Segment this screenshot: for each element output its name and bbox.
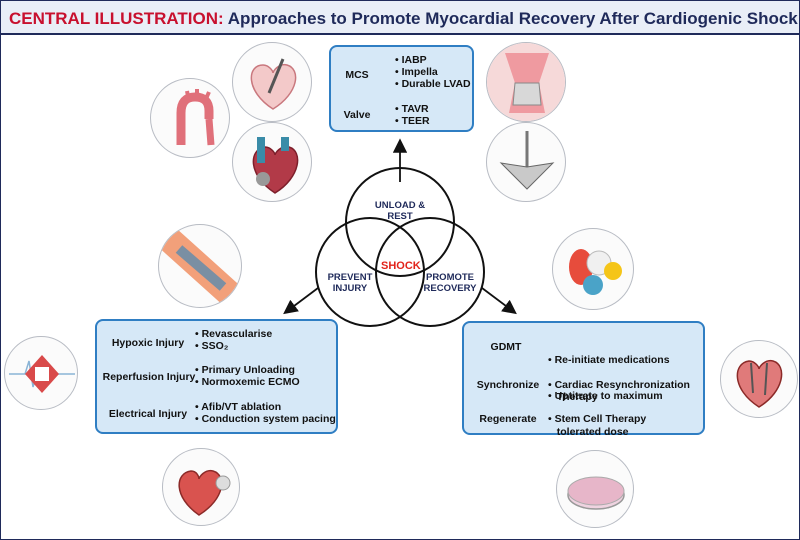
teer-clip-icon <box>486 122 566 202</box>
hypoxic-items: • Revascularise • SSO₂ <box>195 328 272 352</box>
venn-circle-left <box>315 217 425 327</box>
list-item: • Primary Unloading <box>195 364 295 376</box>
aorta-icon <box>150 78 230 158</box>
list-item: • Re-initiate medications <box>548 354 670 366</box>
list-item: • Uptitrate to maximum <box>548 390 663 402</box>
venn-label-right: PROMOTE RECOVERY <box>423 272 477 294</box>
list-item: • Conduction system pacing <box>195 413 336 425</box>
heart-crt-icon <box>720 340 798 418</box>
arrow-left <box>283 287 319 315</box>
pills-icon <box>552 228 634 310</box>
arrow-right <box>481 287 517 315</box>
pacemaker-icon <box>162 448 240 526</box>
prevent-injury-box: Hypoxic Injury • Revascularise • SSO₂ Re… <box>95 319 338 434</box>
synchronize-items: • Cardiac Resynchronization Therapy <box>548 379 690 403</box>
list-item: • Durable LVAD <box>395 78 471 90</box>
list-item: • TAVR <box>395 103 429 115</box>
electrical-items: • Afib/VT ablation • Conduction system p… <box>195 401 336 425</box>
list-item: • SSO₂ <box>195 340 229 352</box>
category-synchronize: Synchronize <box>476 379 540 391</box>
list-item: • Normoxemic ECMO <box>195 376 300 388</box>
venn-circle-right <box>375 217 485 327</box>
category-mcs: MCS <box>345 69 369 81</box>
venn-label-left: PREVENT INJURY <box>327 272 373 294</box>
list-item: Therapy <box>548 391 598 403</box>
list-item: • Cardiac Resynchronization <box>548 379 690 391</box>
list-item: • Impella <box>395 66 438 78</box>
stent-icon <box>158 224 242 308</box>
category-hypoxic: Hypoxic Injury <box>111 337 185 349</box>
category-gdmt: GDMT <box>490 341 522 353</box>
petri-dish-icon <box>556 450 634 528</box>
category-regenerate: Regenerate <box>479 413 537 425</box>
reperfusion-items: • Primary Unloading • Normoxemic ECMO <box>195 364 300 388</box>
regenerate-items: • Stem Cell Therapy <box>548 413 646 425</box>
list-item: • IABP <box>395 54 427 66</box>
list-item: • Stem Cell Therapy <box>548 413 647 425</box>
ecg-monitor-icon <box>4 336 78 410</box>
gdmt-items: • Re-initiate medications • Uptitrate to… <box>548 330 670 462</box>
tavr-valve-icon <box>486 42 566 122</box>
category-electrical: Electrical Injury <box>108 408 188 420</box>
list-item: • Revascularise <box>195 328 273 340</box>
unload-rest-box: MCS • IABP • Impella • Durable LVAD Valv… <box>329 45 474 132</box>
venn-circle-top <box>345 167 455 277</box>
heart-impella-icon <box>232 42 312 122</box>
mcs-items: • IABP • Impella • Durable LVAD <box>395 54 471 90</box>
venn-center-label: SHOCK <box>381 260 421 272</box>
list-item: • Afib/VT ablation <box>195 401 282 413</box>
promote-recovery-box: GDMT • Re-initiate medications • Uptitra… <box>462 321 705 438</box>
category-valve: Valve <box>343 109 371 121</box>
venn-label-top: UNLOAD & REST <box>374 200 426 222</box>
valve-items: • TAVR • TEER <box>395 103 430 127</box>
title-text: Approaches to Promote Myocardial Recover… <box>227 9 798 28</box>
list-item: • TEER <box>395 115 430 127</box>
page-title: CENTRAL ILLUSTRATION: Approaches to Prom… <box>9 9 798 29</box>
list-item: tolerated dose <box>548 426 629 438</box>
category-reperfusion: Reperfusion Injury <box>102 371 196 383</box>
title-bar: CENTRAL ILLUSTRATION: Approaches to Prom… <box>1 1 799 35</box>
title-label: CENTRAL ILLUSTRATION: <box>9 9 224 28</box>
heart-lvad-icon <box>232 122 312 202</box>
